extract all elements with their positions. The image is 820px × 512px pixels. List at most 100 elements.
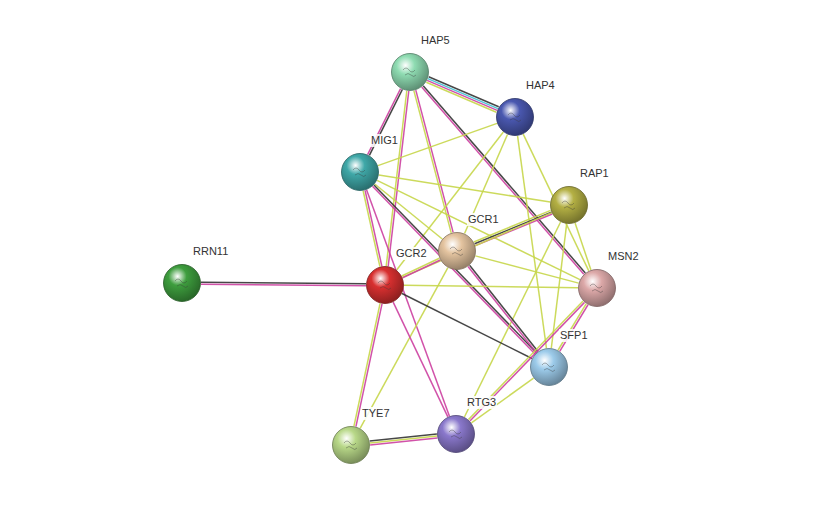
- evidence-line: [379, 175, 550, 202]
- sphere-fill: [497, 99, 534, 136]
- protein-node: HAP5: [391, 53, 429, 91]
- protein-label: SFP1: [559, 329, 589, 342]
- protein-sphere: [341, 153, 379, 191]
- interaction-edge: [518, 136, 547, 348]
- sphere-fill: [551, 187, 588, 224]
- evidence-line: [369, 89, 402, 155]
- interaction-edge: [402, 258, 440, 278]
- protein-label: HAP5: [420, 34, 451, 47]
- evidence-line: [373, 186, 536, 354]
- interaction-edge: [367, 190, 450, 416]
- evidence-line: [426, 82, 496, 112]
- protein-label: TYE7: [361, 407, 391, 420]
- evidence-line: [367, 190, 450, 416]
- protein-sphere: [530, 348, 568, 386]
- evidence-line: [402, 258, 440, 276]
- interaction-edge: [201, 282, 366, 286]
- sphere-fill: [342, 154, 379, 191]
- evidence-line: [374, 185, 537, 353]
- evidence-line: [518, 136, 547, 348]
- protein-sphere: [437, 415, 475, 453]
- structure-icon: [508, 113, 521, 122]
- protein-sphere: [163, 264, 201, 302]
- evidence-line: [365, 190, 382, 266]
- interaction-edge: [402, 293, 532, 358]
- evidence-line: [201, 282, 366, 284]
- interaction-edge: [422, 86, 586, 275]
- sphere-fill: [531, 349, 568, 386]
- interaction-edge: [379, 175, 550, 202]
- evidence-line: [393, 302, 448, 417]
- evidence-line: [375, 184, 443, 239]
- protein-node: SFP1: [530, 348, 568, 386]
- interaction-edge: [404, 285, 578, 287]
- evidence-line: [470, 265, 538, 351]
- evidence-line: [404, 285, 578, 287]
- protein-label: MSN2: [607, 250, 640, 263]
- evidence-line: [403, 260, 441, 278]
- protein-label: RAP1: [579, 167, 610, 180]
- interaction-edge: [464, 222, 560, 417]
- structure-icon: [450, 247, 463, 256]
- protein-sphere: [550, 186, 588, 224]
- evidence-line: [377, 180, 580, 279]
- evidence-line: [368, 89, 401, 155]
- evidence-line: [560, 305, 588, 352]
- interaction-edge: [370, 434, 438, 445]
- protein-sphere: [578, 269, 616, 307]
- sphere-fill: [438, 416, 475, 453]
- protein-node: GCR1: [438, 232, 476, 270]
- evidence-line: [575, 223, 591, 270]
- structure-icon: [449, 430, 462, 439]
- protein-node: RTG3: [437, 415, 475, 453]
- sphere-fill: [333, 427, 370, 464]
- protein-label: RTG3: [466, 396, 497, 409]
- structure-icon: [403, 68, 416, 77]
- interaction-edge: [375, 184, 443, 239]
- protein-node: RRN11: [163, 264, 201, 302]
- structure-icon: [353, 168, 366, 177]
- evidence-line: [468, 267, 536, 353]
- protein-node: MIG1: [341, 153, 379, 191]
- protein-sphere: [496, 98, 534, 136]
- evidence-line: [429, 77, 499, 107]
- evidence-line: [558, 304, 586, 351]
- evidence-line: [475, 256, 578, 283]
- protein-label: GCR2: [395, 247, 428, 260]
- interaction-edge: [475, 256, 578, 283]
- protein-node: HAP4: [496, 98, 534, 136]
- interaction-edge: [575, 223, 591, 270]
- evidence-line: [465, 134, 508, 233]
- interaction-edge: [465, 134, 508, 233]
- structure-icon: [542, 363, 555, 372]
- protein-sphere: [438, 232, 476, 270]
- evidence-line: [422, 87, 584, 274]
- structure-icon: [378, 281, 391, 290]
- evidence-line: [464, 222, 560, 417]
- sphere-fill: [164, 265, 201, 302]
- protein-label: RRN11: [192, 245, 229, 258]
- protein-label: MIG1: [370, 134, 399, 147]
- interaction-edge: [393, 302, 448, 417]
- protein-node: MSN2: [578, 269, 616, 307]
- interaction-edge: [368, 89, 403, 156]
- interaction-edge: [414, 90, 453, 233]
- protein-node: GCR2: [366, 266, 404, 304]
- protein-node: TYE7: [332, 426, 370, 464]
- evidence-line: [416, 90, 453, 232]
- protein-label: HAP4: [525, 79, 556, 92]
- sphere-fill: [392, 54, 429, 91]
- interaction-edge: [426, 77, 498, 113]
- protein-sphere: [366, 266, 404, 304]
- evidence-line: [370, 438, 437, 445]
- sphere-fill: [579, 270, 616, 307]
- protein-node: RAP1: [550, 186, 588, 224]
- interaction-edge: [468, 265, 538, 352]
- interaction-edge: [363, 190, 382, 266]
- structure-icon: [175, 279, 188, 288]
- structure-icon: [562, 201, 575, 210]
- sphere-fill: [367, 267, 404, 304]
- structure-icon: [344, 441, 357, 450]
- interaction-edge: [402, 213, 551, 278]
